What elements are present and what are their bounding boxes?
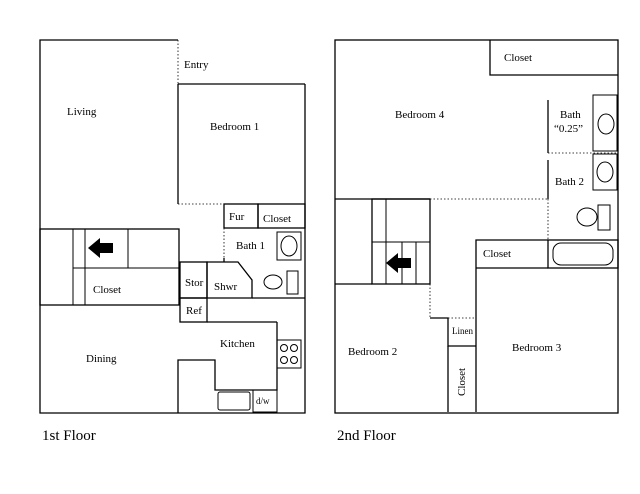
floor1-label-stor: Stor — [185, 277, 204, 289]
floor2-label-bath2: Bath 2 — [555, 176, 584, 188]
floor1-shower — [206, 261, 253, 299]
floor2-label-bath-quarter-size: “0.25” — [554, 123, 583, 135]
floor1-bath1-sink — [276, 231, 302, 261]
floor2-caption: 2nd Floor — [337, 428, 396, 444]
floor2-label-bedroom3: Bedroom 3 — [512, 342, 562, 354]
floor1-label-entry: Entry — [184, 59, 209, 71]
floor2-label-closet-top: Closet — [504, 52, 532, 64]
floor2-outer-wall — [334, 39, 619, 414]
floor1-closet-a — [257, 203, 306, 229]
floor2-label-linen: Linen — [452, 326, 473, 336]
floor2-bath2-toilet-tank — [597, 204, 611, 231]
floor2-label-bedroom4: Bedroom 4 — [395, 109, 445, 121]
floor1-label-living: Living — [67, 106, 97, 118]
floor1-dishwasher — [252, 389, 278, 413]
floor1-bath1-sink-basin — [280, 235, 298, 257]
floor1-label-fur: Fur — [229, 211, 245, 223]
floor2-bath-quarter-sink — [592, 94, 618, 152]
floor1-label-shwr: Shwr — [214, 281, 238, 293]
floor1-stair-box — [39, 228, 180, 306]
floor1-range-burner-icon — [290, 344, 298, 352]
floor2-bath2-sink — [592, 153, 618, 191]
floor2-bath-quarter-basin — [597, 113, 615, 135]
floor1-label-closet-a: Closet — [263, 213, 291, 225]
floor1-stair-arrow-icon — [88, 238, 113, 258]
floor1-caption: 1st Floor — [42, 428, 96, 444]
floor1-range-burner-icon — [280, 344, 288, 352]
second-floor-plan: Closet Bedroom 4 Bath “0.25” Bath 2 Clos… — [334, 39, 619, 444]
floor1-kitchen-sink — [217, 391, 251, 411]
floor1-ref — [179, 297, 208, 323]
floor2-bathtub — [547, 239, 619, 269]
floor1-label-kitchen: Kitchen — [220, 338, 255, 350]
floor1-label-dining: Dining — [86, 353, 117, 365]
floor2-closet-mid — [475, 239, 548, 412]
floor1-bath1-toilet-tank — [286, 270, 299, 295]
floor2-bath2-toilet-icon — [576, 207, 598, 227]
floor2-label-closet-mid: Closet — [483, 248, 511, 260]
floor1-kitchen-island — [177, 359, 278, 413]
floor1-outer-wall — [39, 39, 306, 414]
floor1-range — [276, 339, 302, 369]
floor1-label-ref: Ref — [186, 305, 202, 317]
floor2-label-bath-quarter: Bath — [560, 109, 581, 121]
floor2-bathtub-inner — [552, 242, 614, 266]
floor1-bath1-toilet-icon — [263, 274, 283, 290]
floor1-label-bath1: Bath 1 — [236, 240, 265, 252]
floor1-label-bedroom1: Bedroom 1 — [210, 121, 259, 133]
floor1-label-closet-b: Closet — [93, 284, 121, 296]
floor1-range-burner-icon — [280, 356, 288, 364]
floor1-label-dw: d/w — [256, 396, 270, 406]
floor2-linen — [430, 317, 476, 347]
floor2-label-closet-vertical: Closet — [456, 368, 468, 396]
floor2-label-bedroom2: Bedroom 2 — [348, 346, 397, 358]
floor2-stair-arrow-icon — [386, 253, 411, 273]
first-floor-plan: Entry Living Bedroom 1 Fur Closet Bath 1… — [39, 39, 306, 444]
floor1-range-burner-icon — [290, 356, 298, 364]
floor2-bath2-basin — [596, 161, 614, 183]
floor2-closet-top — [489, 40, 618, 76]
